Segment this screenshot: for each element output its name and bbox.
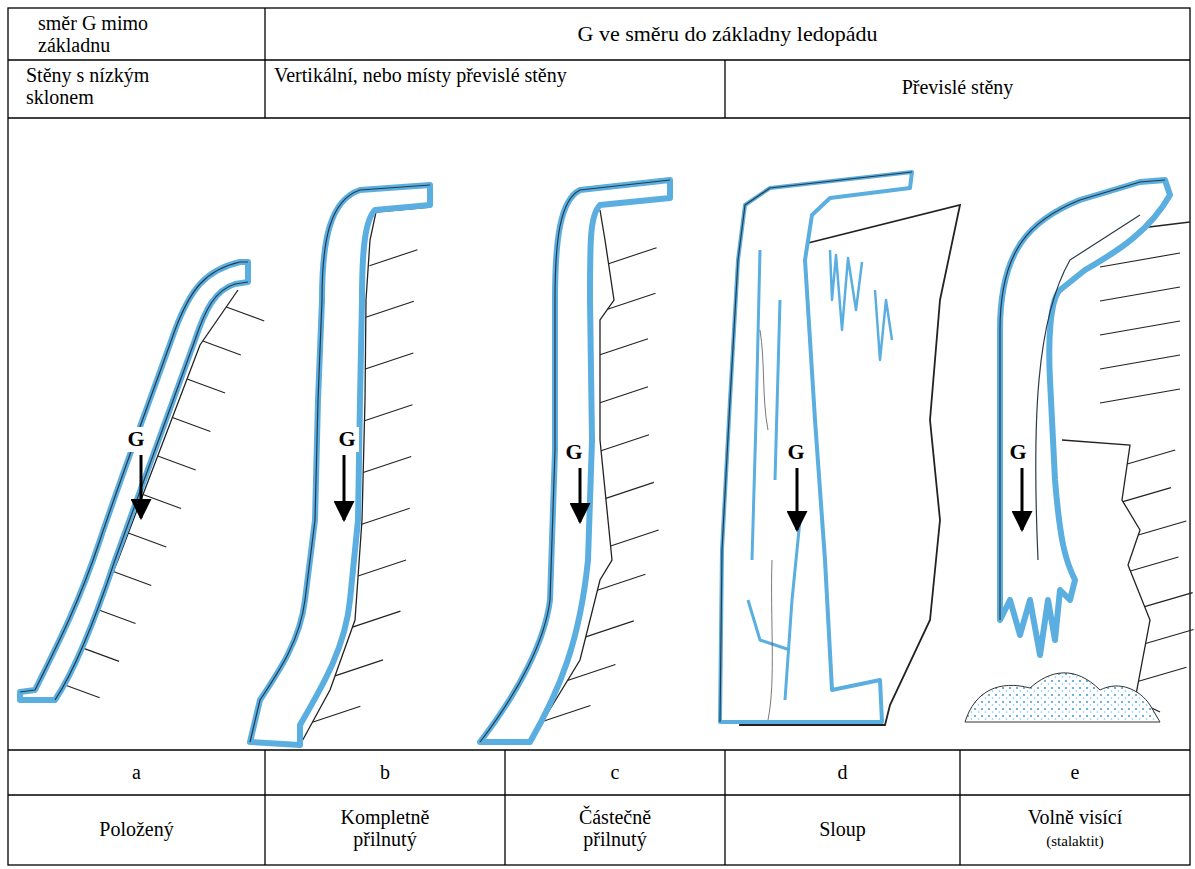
hatch-stroke [113,571,151,585]
ice-d [720,172,912,722]
gravity-label: G [562,440,586,465]
type-name: Volně visící [960,806,1190,828]
hatch-stroke [363,457,411,473]
header-cell: Stěny s nízkým sklonem [26,64,196,109]
header-cell: G ve směru do základny ledopádu [265,22,1190,47]
hatch-stroke [362,508,410,524]
hatch-stroke [98,610,136,624]
header-cell: Převislé stěny [725,76,1190,98]
hatch-stroke [128,533,166,547]
hatch-stroke [1138,521,1186,535]
column-letter: c [505,761,725,783]
hatch-stroke [158,456,196,470]
hatch-stroke [611,530,659,546]
gravity-label: G [1006,440,1030,465]
hatch-stroke [1100,287,1180,301]
hatch-stroke [1100,321,1180,335]
hatch-stroke [608,293,656,309]
ice-formation [20,172,1170,745]
hatch-stroke [203,341,241,355]
header-cell: Vertikální, nebo místy převislé stěny [274,64,594,86]
type-note: (stalaktit) [960,833,1190,850]
table-grid [8,8,1190,865]
hatch-stroke [1100,355,1180,369]
hatch-stroke [601,435,649,451]
ice-c [480,180,670,742]
hatch-stroke [369,250,417,266]
gravity-label: G [124,427,148,452]
hatch-stroke [172,417,210,431]
hatch-stroke [366,301,414,317]
hatch-stroke [606,482,654,498]
hatch-stroke [143,495,181,509]
hatch-stroke [1145,593,1193,607]
hatch-stroke [358,560,406,576]
hatch-stroke [365,353,413,369]
ice-a [20,262,248,700]
hatch-stroke [312,706,360,722]
type-name: Položený [8,818,265,840]
type-name: Sloup [725,818,960,840]
hatch-stroke [62,684,100,698]
hatch-stroke [364,405,412,421]
hatch-stroke [600,387,648,403]
snow-mound [965,673,1160,722]
type-name: Kompletně přilnutý [320,806,450,851]
hatch-stroke [81,647,119,661]
gravity-label: G [335,427,359,452]
hatch-stroke [226,307,264,321]
column-letter: d [725,761,960,783]
hatch-stroke [1139,667,1187,681]
hatch-stroke [352,611,400,627]
hatch-stroke [600,339,648,355]
gravity-arrow [141,455,1022,530]
ice-e [1000,180,1170,655]
hatch-stroke [1127,450,1175,464]
hatch-stroke [1130,557,1178,571]
hatch-stroke [187,379,225,393]
gravity-label: G [784,440,808,465]
ice-b [250,185,430,745]
type-name: Částečně přilnutý [555,806,675,851]
hatch-stroke [1123,488,1171,502]
hatch-stroke [586,621,634,637]
column-letter: e [960,761,1190,783]
hatch-stroke [335,660,383,676]
hatch-stroke [597,574,645,590]
hatch-stroke [1146,630,1194,644]
column-letter: a [8,761,265,783]
hatch-stroke [609,248,657,264]
hatch-stroke [1100,389,1180,403]
header-cell: směr G mimo základnu [38,12,188,57]
hatch-stroke [567,665,615,681]
column-letter: b [265,761,505,783]
